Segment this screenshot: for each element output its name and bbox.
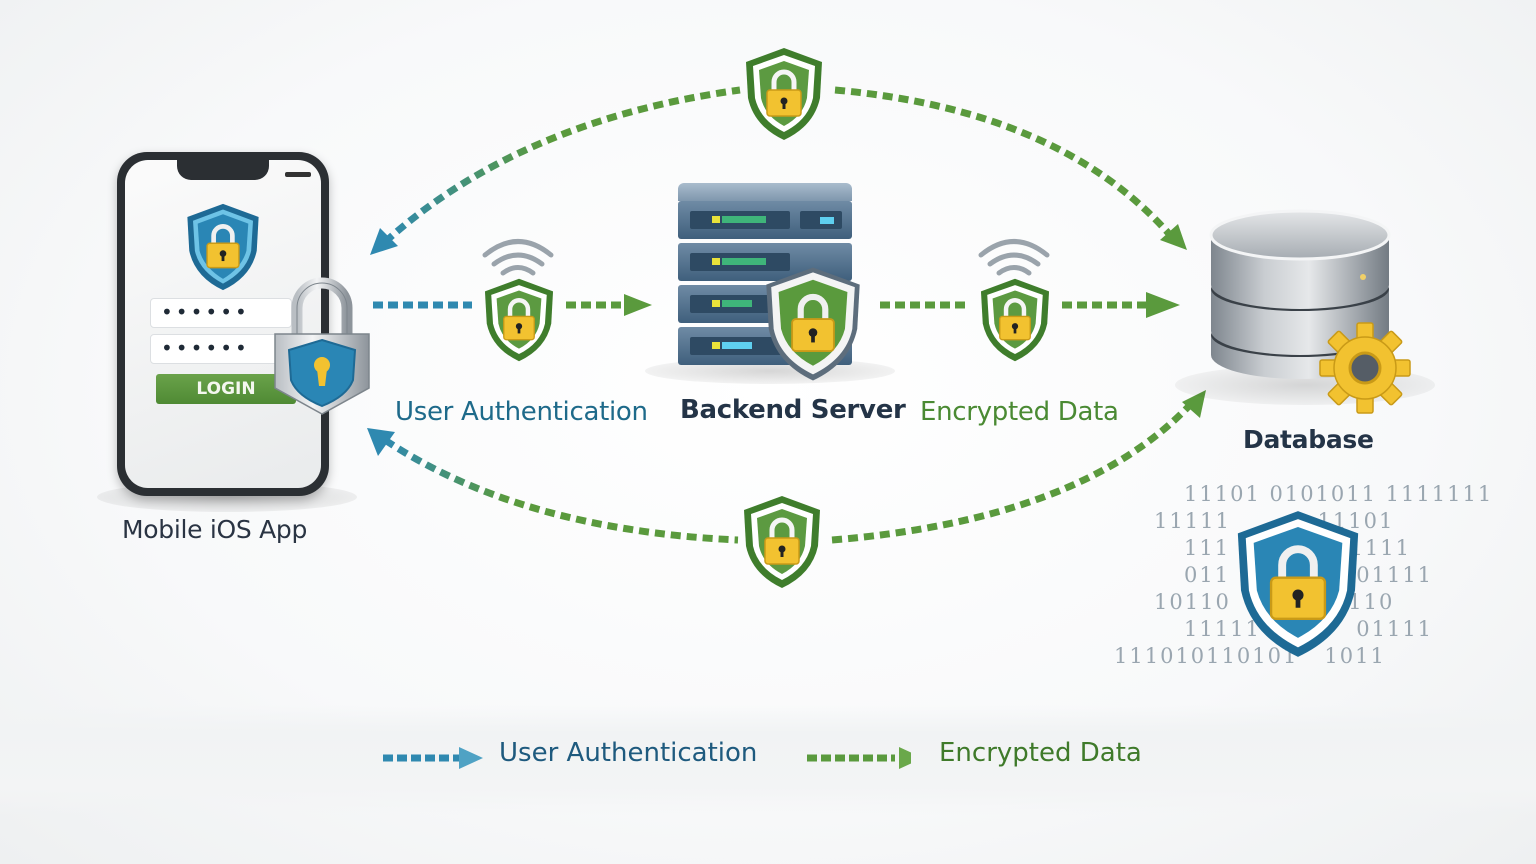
shield-lock-icon: [980, 278, 1050, 362]
database-node: [1175, 205, 1435, 414]
top-arc-flow-right: [834, 86, 1173, 238]
gear-icon: [1319, 322, 1411, 414]
padlock-icon: [274, 277, 370, 415]
top-arc-flow: [382, 86, 741, 245]
arrowhead-to-server: [624, 294, 652, 316]
shield-lock-icon: [744, 496, 820, 588]
binary-row: 111010110101 1011: [1114, 644, 1386, 668]
shield-lock-icon: [1237, 511, 1359, 657]
legend: User Authentication Encrypted Data: [383, 738, 1183, 778]
password-field-2[interactable]: ••••••: [150, 334, 292, 364]
backend-server-node: [645, 183, 895, 384]
legend-background: [0, 705, 1536, 815]
legend-encrypted-arrow-icon: [807, 747, 911, 769]
login-button-label: LOGIN: [196, 379, 256, 399]
shield-lock-icon: [746, 48, 822, 140]
arrowhead-to-phone-top: [370, 228, 398, 255]
legend-label: User Authentication: [499, 738, 758, 768]
arrowhead-to-database: [1146, 292, 1180, 318]
password-field-1[interactable]: ••••••: [150, 298, 292, 328]
bottom-arc-flow: [383, 437, 739, 544]
arrowhead-to-db-bottom: [1182, 390, 1206, 418]
wifi-icon: [482, 239, 554, 276]
shield-lock-icon: [766, 267, 860, 381]
server-unit: [678, 243, 852, 281]
user-authentication-label: User Authentication: [395, 397, 648, 427]
mobile-app-node: •••••• •••••• LOGIN: [97, 152, 370, 512]
backend-server-label: Backend Server: [680, 395, 906, 425]
binary-row: 11111 01111: [1184, 617, 1434, 641]
status-bar-icons: [285, 172, 311, 177]
legend-auth-arrow-icon: [383, 747, 483, 769]
phone-notch: [177, 160, 269, 180]
server-unit: [678, 201, 852, 239]
login-button[interactable]: LOGIN: [156, 374, 296, 404]
password-mask: ••••••: [161, 300, 250, 324]
shield-lock-icon: [187, 203, 259, 291]
server-top: [678, 183, 852, 201]
password-mask: ••••••: [161, 336, 250, 360]
shield-lock-icon: [484, 278, 554, 362]
encrypted-data-label: Encrypted Data: [920, 397, 1119, 427]
legend-label: Encrypted Data: [939, 738, 1142, 768]
wifi-icon: [978, 239, 1050, 276]
arrowhead-to-phone-bottom: [367, 428, 395, 456]
arrowhead-to-db-top: [1160, 224, 1187, 250]
mobile-app-label: Mobile iOS App: [122, 515, 308, 544]
database-label: Database: [1243, 425, 1374, 454]
binary-row: 11101 0101011 1111111: [1184, 482, 1494, 506]
binary-data-block: 11101 0101011 1111111 11111 11101 111 01…: [1110, 482, 1494, 672]
